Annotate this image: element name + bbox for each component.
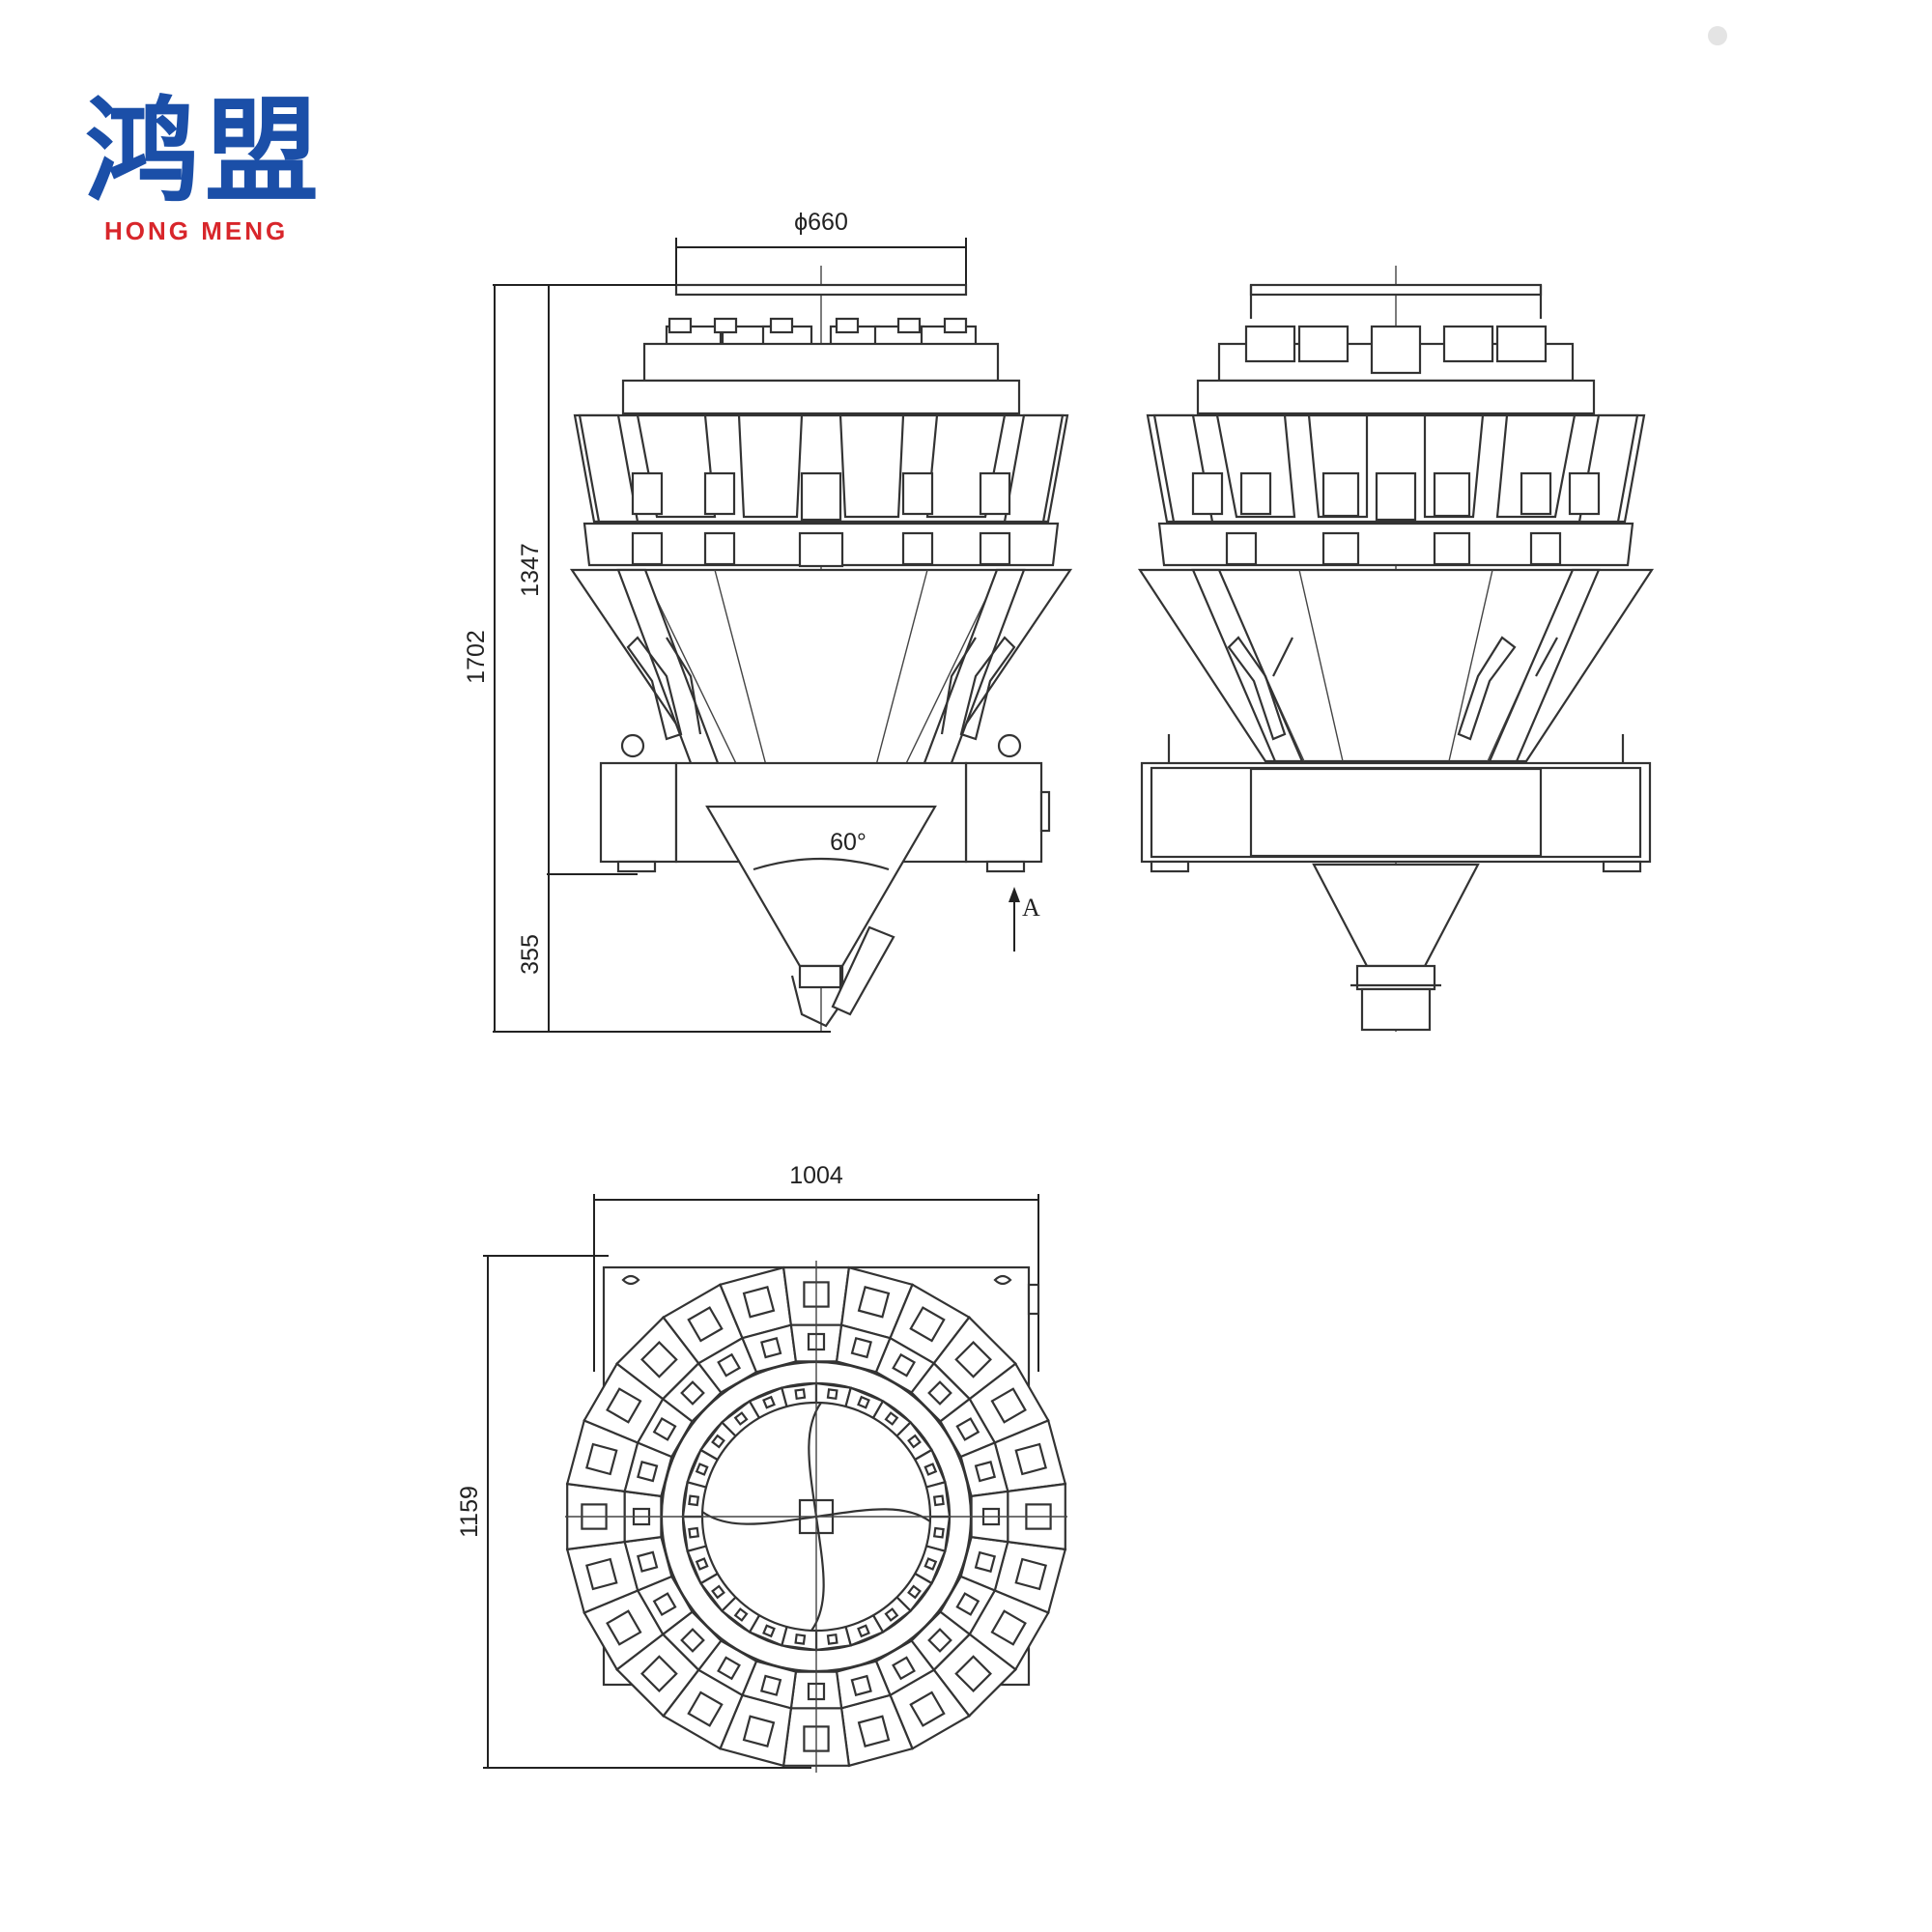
- base-frame: [1140, 734, 1652, 873]
- status-dot: [1708, 26, 1727, 45]
- inner-hopper-cell: [892, 1352, 917, 1378]
- outer-hopper-cell: [1014, 1557, 1047, 1591]
- top-hopper-row: [621, 317, 1021, 415]
- outer-hopper-cell: [990, 1609, 1027, 1646]
- feed-pan-cell: [884, 1411, 899, 1426]
- inner-hopper-cell: [892, 1656, 916, 1681]
- dim-label-overall-height: 1702: [463, 630, 490, 684]
- logo-latin-text: HONG MENG: [104, 216, 289, 245]
- feed-pan-cell: [857, 1395, 870, 1409]
- feed-pan-cell: [762, 1395, 776, 1409]
- top-plate: [1249, 283, 1543, 297]
- inner-hopper-cell: [652, 1417, 677, 1441]
- outer-hopper-cell: [606, 1387, 642, 1424]
- hong-meng-logo: 鸿盟 HONG MENG: [81, 95, 352, 249]
- outer-hopper-cell: [857, 1286, 891, 1319]
- feed-pan-cell: [923, 1557, 938, 1571]
- outer-hopper-cell: [606, 1609, 642, 1646]
- logo-cjk-text: 鸿盟: [85, 85, 326, 218]
- outer-hopper-cell: [1014, 1442, 1047, 1476]
- inner-hopper-cell: [680, 1380, 705, 1406]
- inner-hopper-cell: [850, 1674, 872, 1697]
- feed-pan-cell: [794, 1633, 807, 1645]
- feed-pan-cell: [695, 1557, 709, 1571]
- inner-hopper-cell: [717, 1352, 742, 1378]
- outer-hopper-cell: [857, 1715, 891, 1747]
- cone-angle-label: 60°: [830, 829, 867, 856]
- side-view-a: [1137, 266, 1655, 1032]
- feed-pan-cell: [794, 1388, 807, 1401]
- top-view: 1004 1159: [456, 1162, 1067, 1773]
- feed-pan-cell: [923, 1463, 938, 1476]
- outer-hopper-cell: [640, 1655, 678, 1692]
- dim-label-top-diameter: ϕ660: [794, 209, 848, 236]
- collecting-cone: [1137, 568, 1655, 763]
- lower-hopper-band: [582, 522, 1060, 568]
- outer-hopper-cell: [954, 1341, 992, 1378]
- inner-hopper-cell: [850, 1336, 872, 1359]
- inner-hopper-cell: [927, 1380, 952, 1406]
- top-hopper-row: [1196, 325, 1596, 415]
- outer-hopper-cell: [742, 1286, 776, 1319]
- feed-pan-cell: [762, 1624, 776, 1638]
- outer-hopper-cell: [909, 1306, 946, 1343]
- outer-hopper-cell: [585, 1442, 618, 1476]
- outer-hopper-cell: [990, 1387, 1027, 1424]
- dim-label-plan-depth: 1159: [456, 1486, 483, 1538]
- outer-hopper-cell: [687, 1690, 724, 1727]
- inner-hopper-cell: [955, 1417, 980, 1441]
- feed-pan-cell: [688, 1526, 700, 1539]
- inner-hopper-cell: [652, 1592, 677, 1616]
- feed-pan-cell: [826, 1633, 838, 1645]
- inner-hopper-cell: [680, 1628, 705, 1653]
- outer-hopper-cell: [585, 1557, 618, 1591]
- outer-hopper-cell: [687, 1306, 724, 1343]
- feed-pan-cell: [857, 1624, 870, 1638]
- upper-hopper-band: [573, 413, 1069, 524]
- inner-hopper-cell: [717, 1656, 741, 1681]
- inner-hopper-cell: [759, 1674, 782, 1696]
- inner-hopper-cell: [637, 1550, 659, 1573]
- inner-hopper-cell: [955, 1592, 980, 1616]
- outer-hopper-cell: [954, 1655, 992, 1692]
- outer-hopper-ring: [565, 1265, 1067, 1768]
- view-arrow-head: [1009, 887, 1020, 902]
- feed-pan-cell: [932, 1494, 945, 1507]
- inner-hopper-cell: [974, 1550, 997, 1574]
- feed-pan-cell: [884, 1607, 899, 1622]
- discharge-chute: [1312, 863, 1480, 1032]
- dim-label-body-height: 1347: [517, 543, 544, 597]
- feed-pan-cell: [711, 1434, 725, 1449]
- feed-pan-cell: [695, 1463, 709, 1476]
- inner-hopper-cell: [974, 1461, 997, 1483]
- inner-hopper-cell: [927, 1628, 952, 1653]
- feed-pan-cell: [688, 1494, 700, 1507]
- inner-hopper-cell: [760, 1337, 782, 1359]
- discharge-chute: [705, 805, 937, 1028]
- view-marker-label: A: [1022, 894, 1040, 922]
- outer-hopper-cell: [909, 1690, 946, 1727]
- feed-pan-cell: [711, 1584, 725, 1600]
- feed-pan-cell: [826, 1388, 838, 1401]
- top-plate: [674, 283, 968, 297]
- inner-hopper-cell: [637, 1461, 659, 1483]
- front-view: ϕ660: [463, 209, 1073, 1033]
- feed-pan-cell: [907, 1434, 922, 1449]
- outer-hopper-cell: [640, 1341, 678, 1378]
- upper-hopper-band: [1146, 413, 1646, 524]
- feed-pan-cell: [733, 1411, 749, 1426]
- angle-arc: [753, 857, 890, 871]
- feed-pan-cell: [733, 1607, 749, 1622]
- dim-label-plan-width: 1004: [789, 1162, 843, 1189]
- feed-pan-cell: [907, 1584, 922, 1600]
- lower-hopper-band: [1157, 522, 1634, 567]
- feed-pan-cell: [932, 1526, 945, 1539]
- outer-hopper-cell: [742, 1715, 776, 1747]
- dim-label-chute-height: 355: [517, 934, 544, 975]
